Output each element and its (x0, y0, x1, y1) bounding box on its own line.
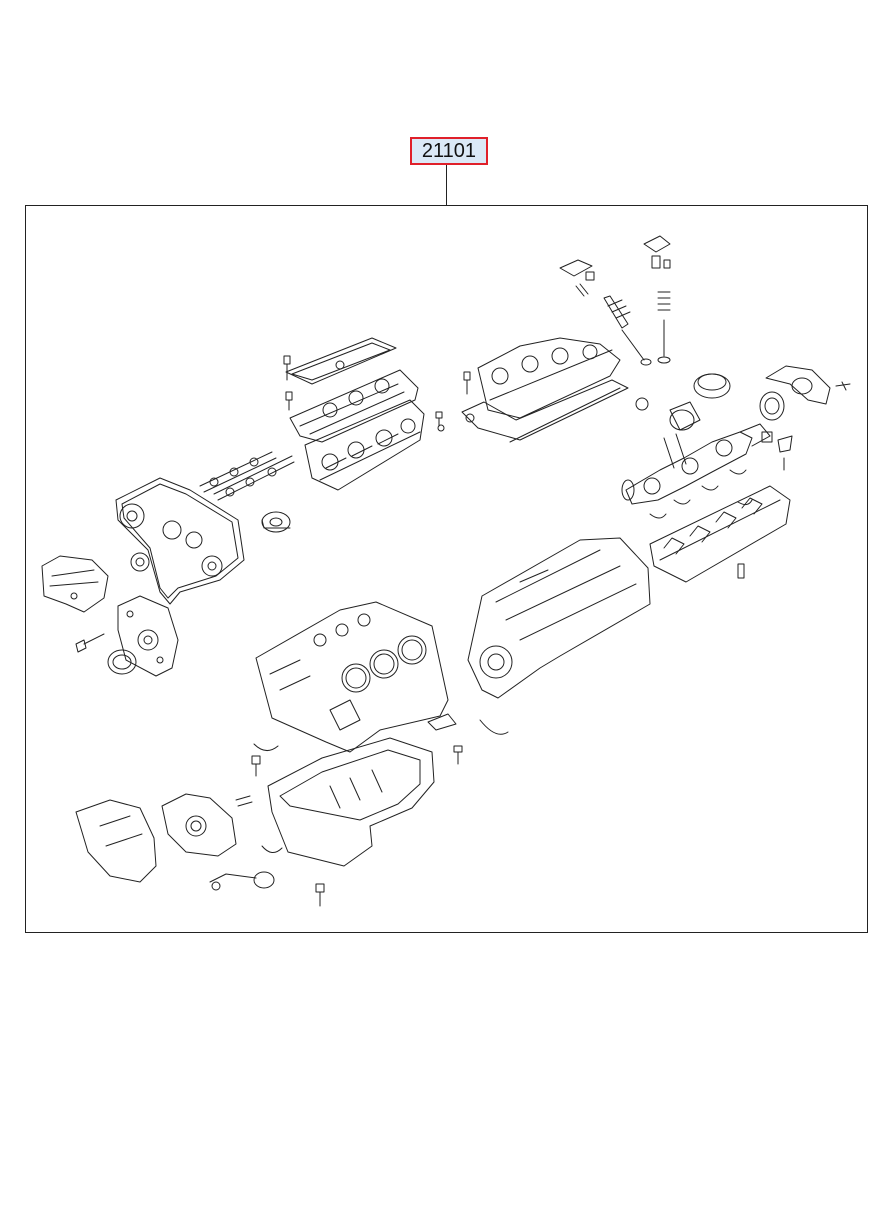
cylinder-block-rear[interactable] (468, 538, 650, 698)
timing-cover-lower[interactable] (118, 596, 178, 676)
cylinder-head-right[interactable] (462, 338, 628, 442)
cylinder-block-front[interactable] (256, 602, 448, 752)
piston-and-rod[interactable] (636, 374, 730, 468)
timing-belt[interactable] (116, 478, 244, 604)
callout-leader-line (446, 165, 447, 206)
crankshaft[interactable] (622, 424, 770, 504)
valve-cover-gasket[interactable] (286, 338, 396, 384)
bearing-shells[interactable] (254, 470, 752, 853)
camshafts[interactable] (200, 452, 294, 500)
small-parts-right[interactable] (738, 432, 792, 578)
belt-tensioner[interactable] (262, 512, 290, 532)
head-bolts[interactable] (284, 356, 470, 431)
front-oil-seal[interactable] (76, 634, 136, 674)
assembly-frame (25, 205, 868, 933)
valves-and-springs[interactable] (560, 236, 670, 365)
oil-pan[interactable] (268, 738, 434, 866)
cylinder-head-left[interactable] (290, 370, 424, 490)
oil-pump[interactable] (76, 794, 236, 882)
lower-bolts[interactable] (236, 714, 462, 906)
timing-cover-upper[interactable] (42, 556, 108, 612)
part-number-callout[interactable]: 21101 (410, 137, 488, 165)
main-bearing-cap[interactable] (650, 486, 790, 582)
rear-oil-seal-retainer[interactable] (760, 366, 850, 420)
oil-strainer[interactable] (210, 872, 274, 890)
